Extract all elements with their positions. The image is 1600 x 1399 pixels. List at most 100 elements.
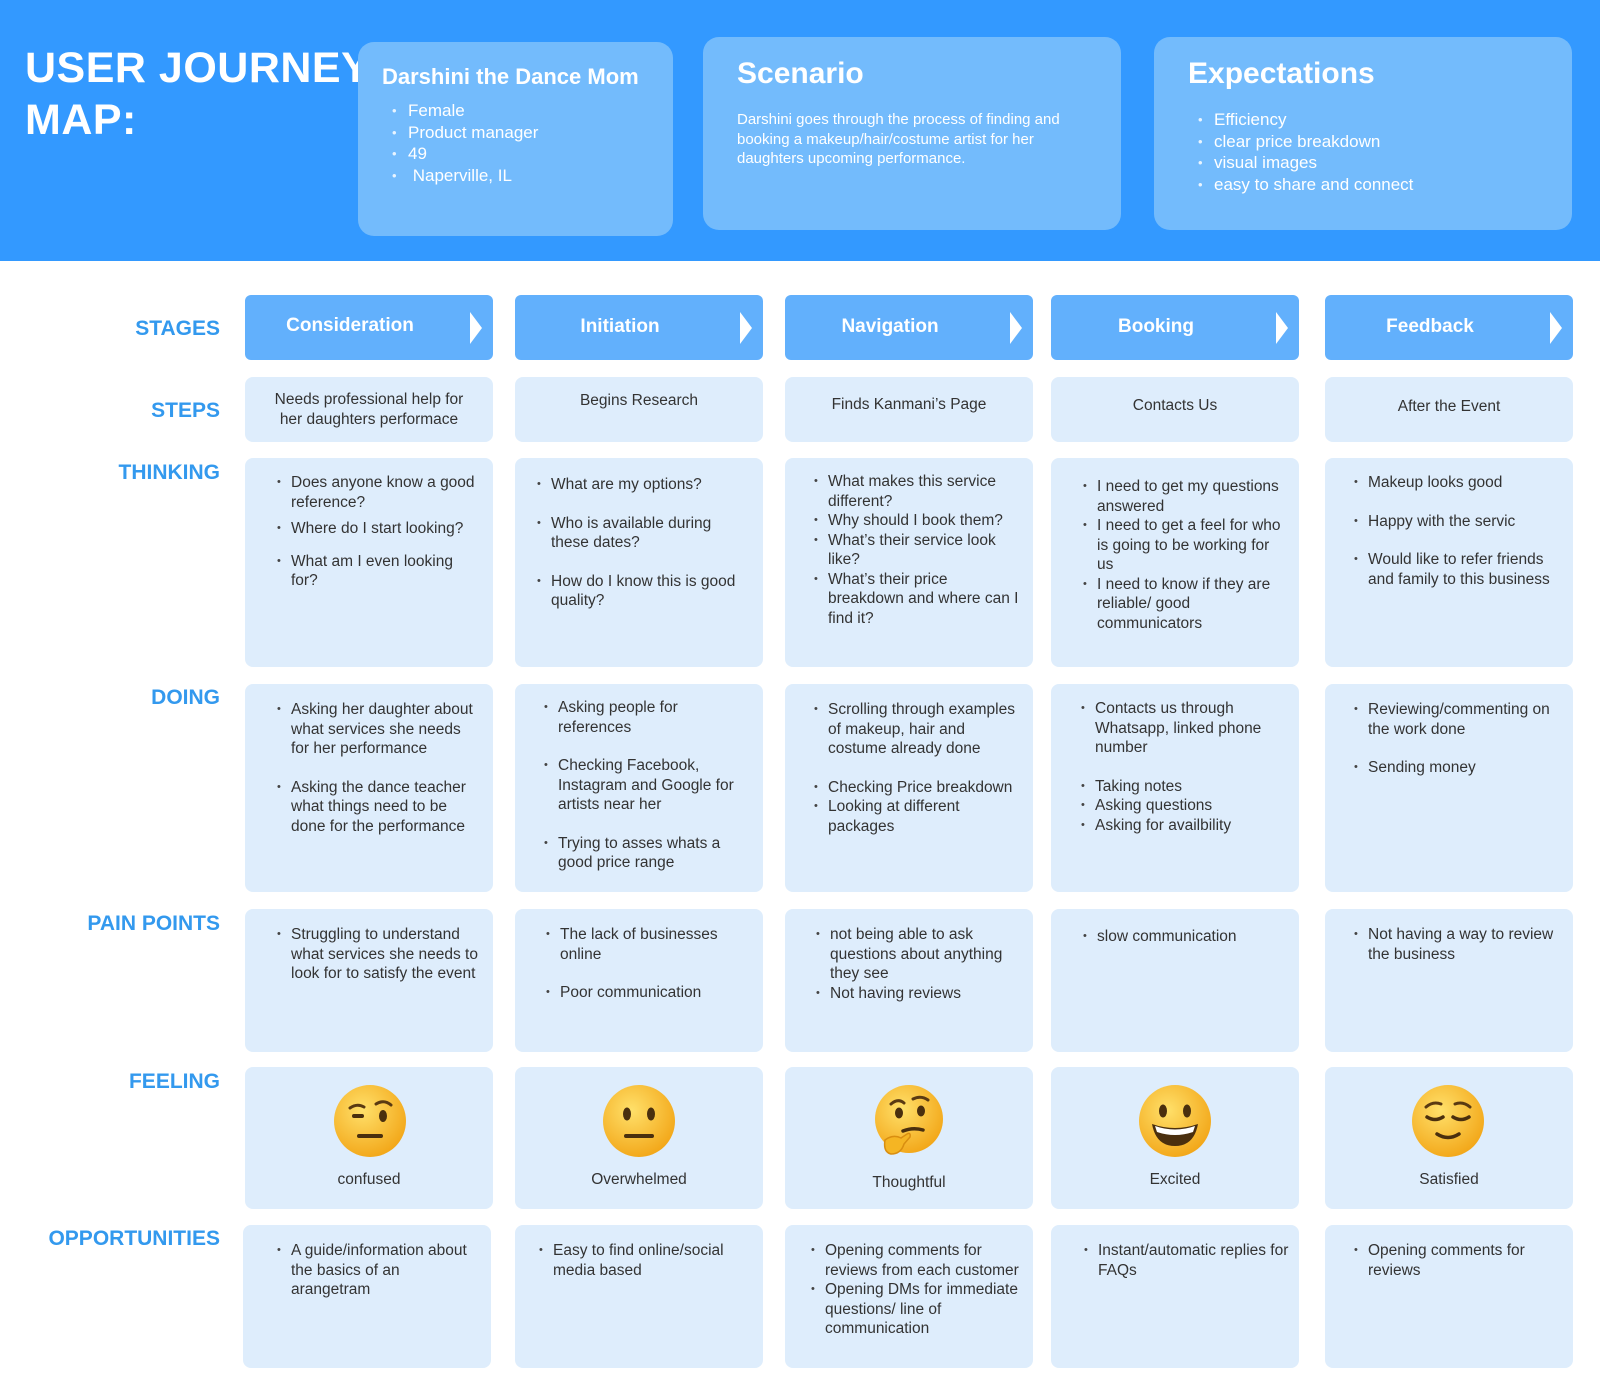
step-text: Contacts Us — [1132, 397, 1218, 414]
pain-point-cell: Not having a way to review the business — [1325, 909, 1573, 1052]
stage-navigation: Navigation — [785, 295, 1033, 360]
row-label-steps: STEPS — [151, 399, 220, 422]
pain-point-list: not being able to ask questions about an… — [816, 925, 1023, 1004]
pain-point-item: Not having reviews — [816, 984, 1023, 1004]
persona-item: Female — [392, 100, 538, 122]
thinking-item: Where do I start looking? — [277, 519, 483, 539]
expectations-item: Efficiency — [1198, 109, 1413, 131]
pain-point-item: slow communication — [1083, 927, 1289, 947]
stage-label: Navigation — [841, 316, 939, 337]
doing-item: Sending money — [1354, 758, 1563, 778]
scenario-body: Darshini goes through the process of fin… — [737, 111, 1060, 167]
page-title-line1: USER JOURNEY — [25, 44, 371, 92]
feeling-label: confused — [337, 1171, 401, 1188]
stage-initiation: Initiation — [515, 295, 763, 360]
grinning-face-icon — [1139, 1085, 1211, 1157]
stage-consideration: Consideration — [245, 295, 493, 360]
thinking-item: Happy with the servic — [1354, 512, 1563, 532]
page-title: USER JOURNEY MAP: — [25, 42, 370, 146]
page-title-line2: MAP: — [25, 96, 137, 144]
opportunity-list: Easy to find online/social media based — [539, 1241, 753, 1280]
step-text: Finds Kanmani’s Page — [831, 396, 987, 413]
feeling-cell: Thoughtful — [785, 1067, 1033, 1209]
thinking-cell: Makeup looks good Happy with the servic … — [1325, 458, 1573, 667]
doing-list: Contacts us through Whatsapp, linked pho… — [1081, 699, 1289, 836]
chevron-right-icon — [1276, 312, 1288, 344]
feeling-cell: Satisfied — [1325, 1067, 1573, 1209]
scenario-card: Scenario Darshini goes through the proce… — [703, 37, 1121, 230]
thinking-face-icon — [875, 1085, 943, 1155]
scenario-title: Scenario — [737, 57, 864, 90]
chevron-right-icon — [1010, 312, 1022, 344]
step-text: Needs professional help for her daughter… — [274, 391, 464, 428]
thinking-item: I need to get my questions answered — [1083, 477, 1289, 516]
step-cell: Finds Kanmani’s Page — [785, 377, 1033, 442]
feeling-cell: Overwhelmed — [515, 1067, 763, 1209]
feeling-label: Thoughtful — [872, 1174, 946, 1191]
opportunity-item: Opening DMs for immediate questions/ lin… — [811, 1280, 1023, 1339]
step-text: Begins Research — [579, 392, 699, 409]
row-label-feeling: FEELING — [128, 1070, 220, 1093]
step-text: After the Event — [1397, 398, 1501, 415]
doing-item: Checking Facebook, Instagram and Google … — [544, 756, 753, 815]
relieved-face-icon — [1412, 1085, 1484, 1157]
pain-point-list: Struggling to understand what services s… — [277, 925, 483, 984]
thinking-item: What’s their price breakdown and where c… — [814, 570, 1023, 629]
pain-point-item: The lack of businesses online — [546, 925, 753, 964]
doing-item: Asking people for references — [544, 698, 753, 737]
step-cell: Contacts Us — [1051, 377, 1299, 442]
feeling-label: Satisfied — [1419, 1171, 1479, 1188]
opportunity-cell: Opening comments for reviews — [1325, 1225, 1573, 1368]
doing-item: Looking at different packages — [814, 797, 1023, 836]
step-cell: After the Event — [1325, 377, 1573, 442]
thinking-item: What’s their service look like? — [814, 531, 1023, 570]
thinking-item: Makeup looks good — [1354, 473, 1563, 493]
thinking-cell: I need to get my questions answered I ne… — [1051, 458, 1299, 667]
opportunity-cell: Opening comments for reviews from each c… — [785, 1225, 1033, 1368]
chevron-right-icon — [470, 312, 482, 344]
thinking-list: Makeup looks good Happy with the servic … — [1354, 473, 1563, 589]
header-banner: USER JOURNEY MAP: Darshini the Dance Mom… — [0, 0, 1600, 261]
thinking-list: What are my options? Who is available du… — [537, 475, 753, 611]
doing-item: Asking questions — [1081, 796, 1289, 816]
doing-list: Scrolling through examples of makeup, ha… — [814, 700, 1023, 836]
expectations-card: Expectations Efficiency clear price brea… — [1154, 37, 1572, 230]
thinking-item: Who is available during these dates? — [537, 514, 753, 553]
feeling-cell: Excited — [1051, 1067, 1299, 1209]
opportunity-cell: Easy to find online/social media based — [515, 1225, 763, 1368]
feeling-label: Excited — [1149, 1171, 1201, 1188]
doing-item: Trying to asses whats a good price range — [544, 834, 753, 873]
persona-card: Darshini the Dance Mom Female Product ma… — [358, 42, 673, 236]
opportunity-item: Opening comments for reviews — [1354, 1241, 1563, 1280]
pain-point-item: not being able to ask questions about an… — [816, 925, 1023, 984]
pain-point-item: Not having a way to review the business — [1354, 925, 1563, 964]
doing-list: Reviewing/commenting on the work done Se… — [1354, 700, 1563, 778]
stage-label: Consideration — [286, 315, 414, 336]
pain-point-cell: The lack of businesses online Poor commu… — [515, 909, 763, 1052]
pain-point-item: Struggling to understand what services s… — [277, 925, 483, 984]
chevron-right-icon — [740, 312, 752, 344]
row-label-opportunities: OPPORTUNITIES — [48, 1227, 220, 1250]
opportunity-list: Opening comments for reviews — [1354, 1241, 1563, 1280]
thinking-cell: Does anyone know a good reference? Where… — [245, 458, 493, 667]
opportunity-item: Instant/automatic replies for FAQs — [1084, 1241, 1289, 1280]
opportunity-list: Instant/automatic replies for FAQs — [1084, 1241, 1289, 1280]
doing-cell: Contacts us through Whatsapp, linked pho… — [1051, 684, 1299, 892]
chevron-right-icon — [1550, 312, 1562, 344]
expectations-list: Efficiency clear price breakdown visual … — [1198, 109, 1413, 195]
persona-item: 49 — [392, 143, 538, 165]
pain-point-cell: Struggling to understand what services s… — [245, 909, 493, 1052]
stage-label: Booking — [1118, 316, 1194, 337]
expectations-item: clear price breakdown — [1198, 131, 1413, 153]
thinking-item: Why should I book them? — [814, 511, 1023, 531]
doing-cell: Reviewing/commenting on the work done Se… — [1325, 684, 1573, 892]
stage-booking: Booking — [1051, 295, 1299, 360]
doing-item: Reviewing/commenting on the work done — [1354, 700, 1563, 739]
doing-item: Asking for availbility — [1081, 816, 1289, 836]
persona-list: Female Product manager 49 Naperville, IL — [392, 100, 538, 186]
thinking-list: I need to get my questions answered I ne… — [1083, 477, 1289, 633]
neutral-face-icon — [603, 1085, 675, 1157]
step-cell: Begins Research — [515, 377, 763, 442]
thinking-cell: What are my options? Who is available du… — [515, 458, 763, 667]
feeling-cell: confused — [245, 1067, 493, 1209]
